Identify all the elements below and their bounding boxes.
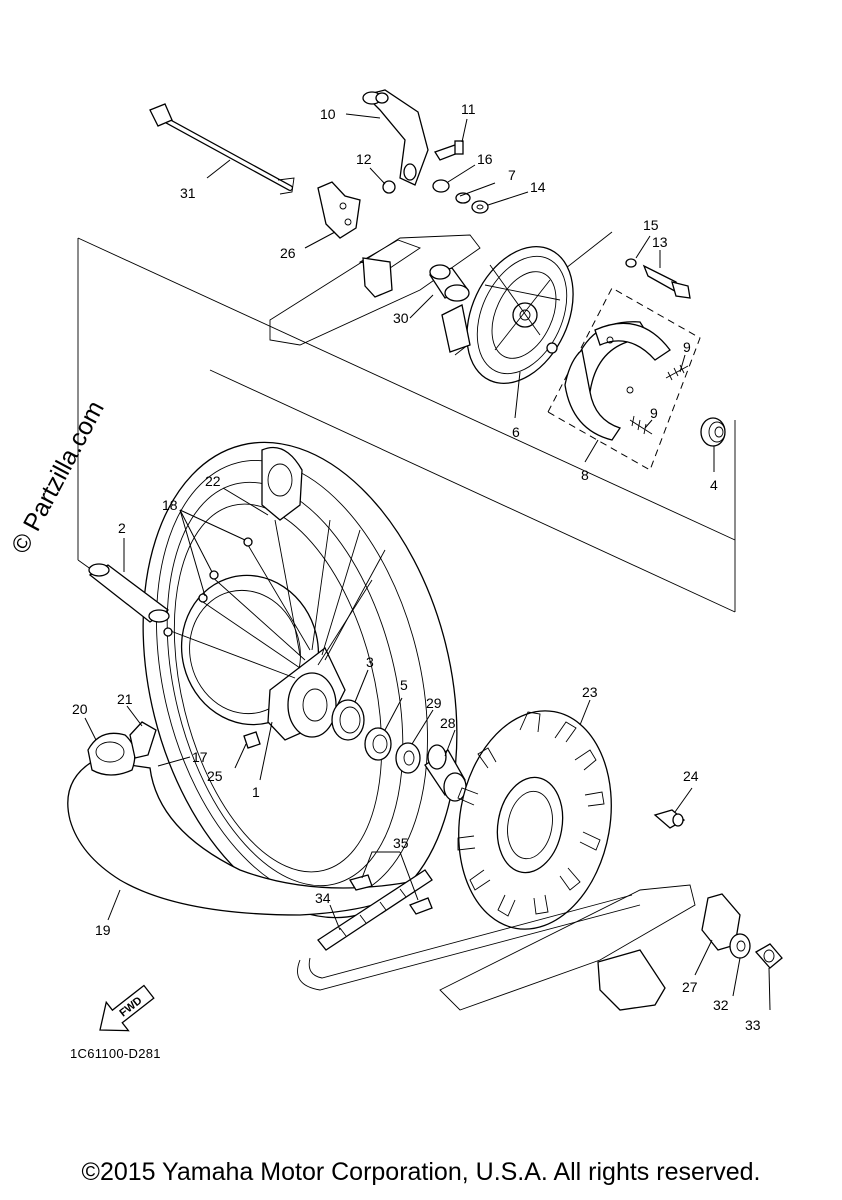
callout-23: 23 — [582, 684, 598, 700]
callout-17: 17 — [192, 749, 208, 765]
callout-21: 21 — [117, 691, 133, 707]
callout-6: 6 — [512, 424, 520, 440]
sprocket — [457, 710, 686, 930]
callout-26: 26 — [280, 245, 296, 261]
callout-11: 11 — [461, 101, 476, 117]
callout-27: 27 — [682, 979, 698, 995]
callout-16: 16 — [477, 151, 493, 167]
callout-8: 8 — [581, 467, 589, 483]
callout-19: 19 — [95, 922, 111, 938]
callout-14: 14 — [530, 179, 546, 195]
callout-29: 29 — [426, 695, 442, 711]
callout-22: 22 — [205, 473, 221, 489]
drawing-code: 1C61100-D281 — [70, 1046, 161, 1061]
fwd-arrow: FWD — [99, 984, 155, 1032]
callout-2: 2 — [118, 520, 126, 536]
collar — [428, 264, 470, 302]
callout-4: 4 — [710, 477, 718, 493]
hub-bearings — [331, 699, 467, 802]
callout-18: 18 — [162, 497, 178, 513]
callout-5: 5 — [400, 677, 408, 693]
rim-band — [67, 721, 422, 916]
wheel — [142, 441, 458, 919]
brake-shoe-plate — [441, 246, 574, 384]
callout-9b: 9 — [650, 405, 658, 421]
copyright-notice: ©2015 Yamaha Motor Corporation, U.S.A. A… — [81, 1158, 761, 1186]
hub-bolt — [243, 731, 261, 749]
callout-31: 31 — [180, 185, 196, 201]
callout-15: 15 — [643, 217, 659, 233]
drive-chain — [297, 869, 641, 991]
callout-35: 35 — [393, 835, 409, 851]
callout-25: 25 — [207, 768, 223, 784]
callout-10: 10 — [320, 106, 336, 122]
spacer-left — [88, 563, 170, 623]
callout-20: 20 — [72, 701, 88, 717]
callout-33: 33 — [745, 1017, 761, 1033]
callout-1: 1 — [252, 784, 260, 800]
bearing-right — [700, 417, 726, 447]
leader-lines — [84, 113, 771, 1011]
callout-3: 3 — [366, 654, 374, 670]
callout-labels: 1 2 3 4 5 6 7 8 9 9 10 11 12 13 14 15 16… — [72, 101, 761, 1033]
brake-shoe-kit — [547, 287, 701, 471]
callout-9: 9 — [683, 339, 691, 355]
callout-30: 30 — [393, 310, 409, 326]
chain-puller-left — [317, 181, 361, 239]
swing-arm-lower — [439, 884, 783, 1011]
brake-arm-assembly — [362, 89, 489, 214]
camshaft — [625, 258, 691, 299]
axle — [149, 103, 295, 195]
callout-7: 7 — [508, 167, 516, 183]
callout-32: 32 — [713, 997, 729, 1013]
callout-13: 13 — [652, 234, 668, 250]
callout-24: 24 — [683, 768, 699, 784]
callout-28: 28 — [440, 715, 456, 731]
callout-34: 34 — [315, 890, 331, 906]
callout-12: 12 — [356, 151, 372, 167]
